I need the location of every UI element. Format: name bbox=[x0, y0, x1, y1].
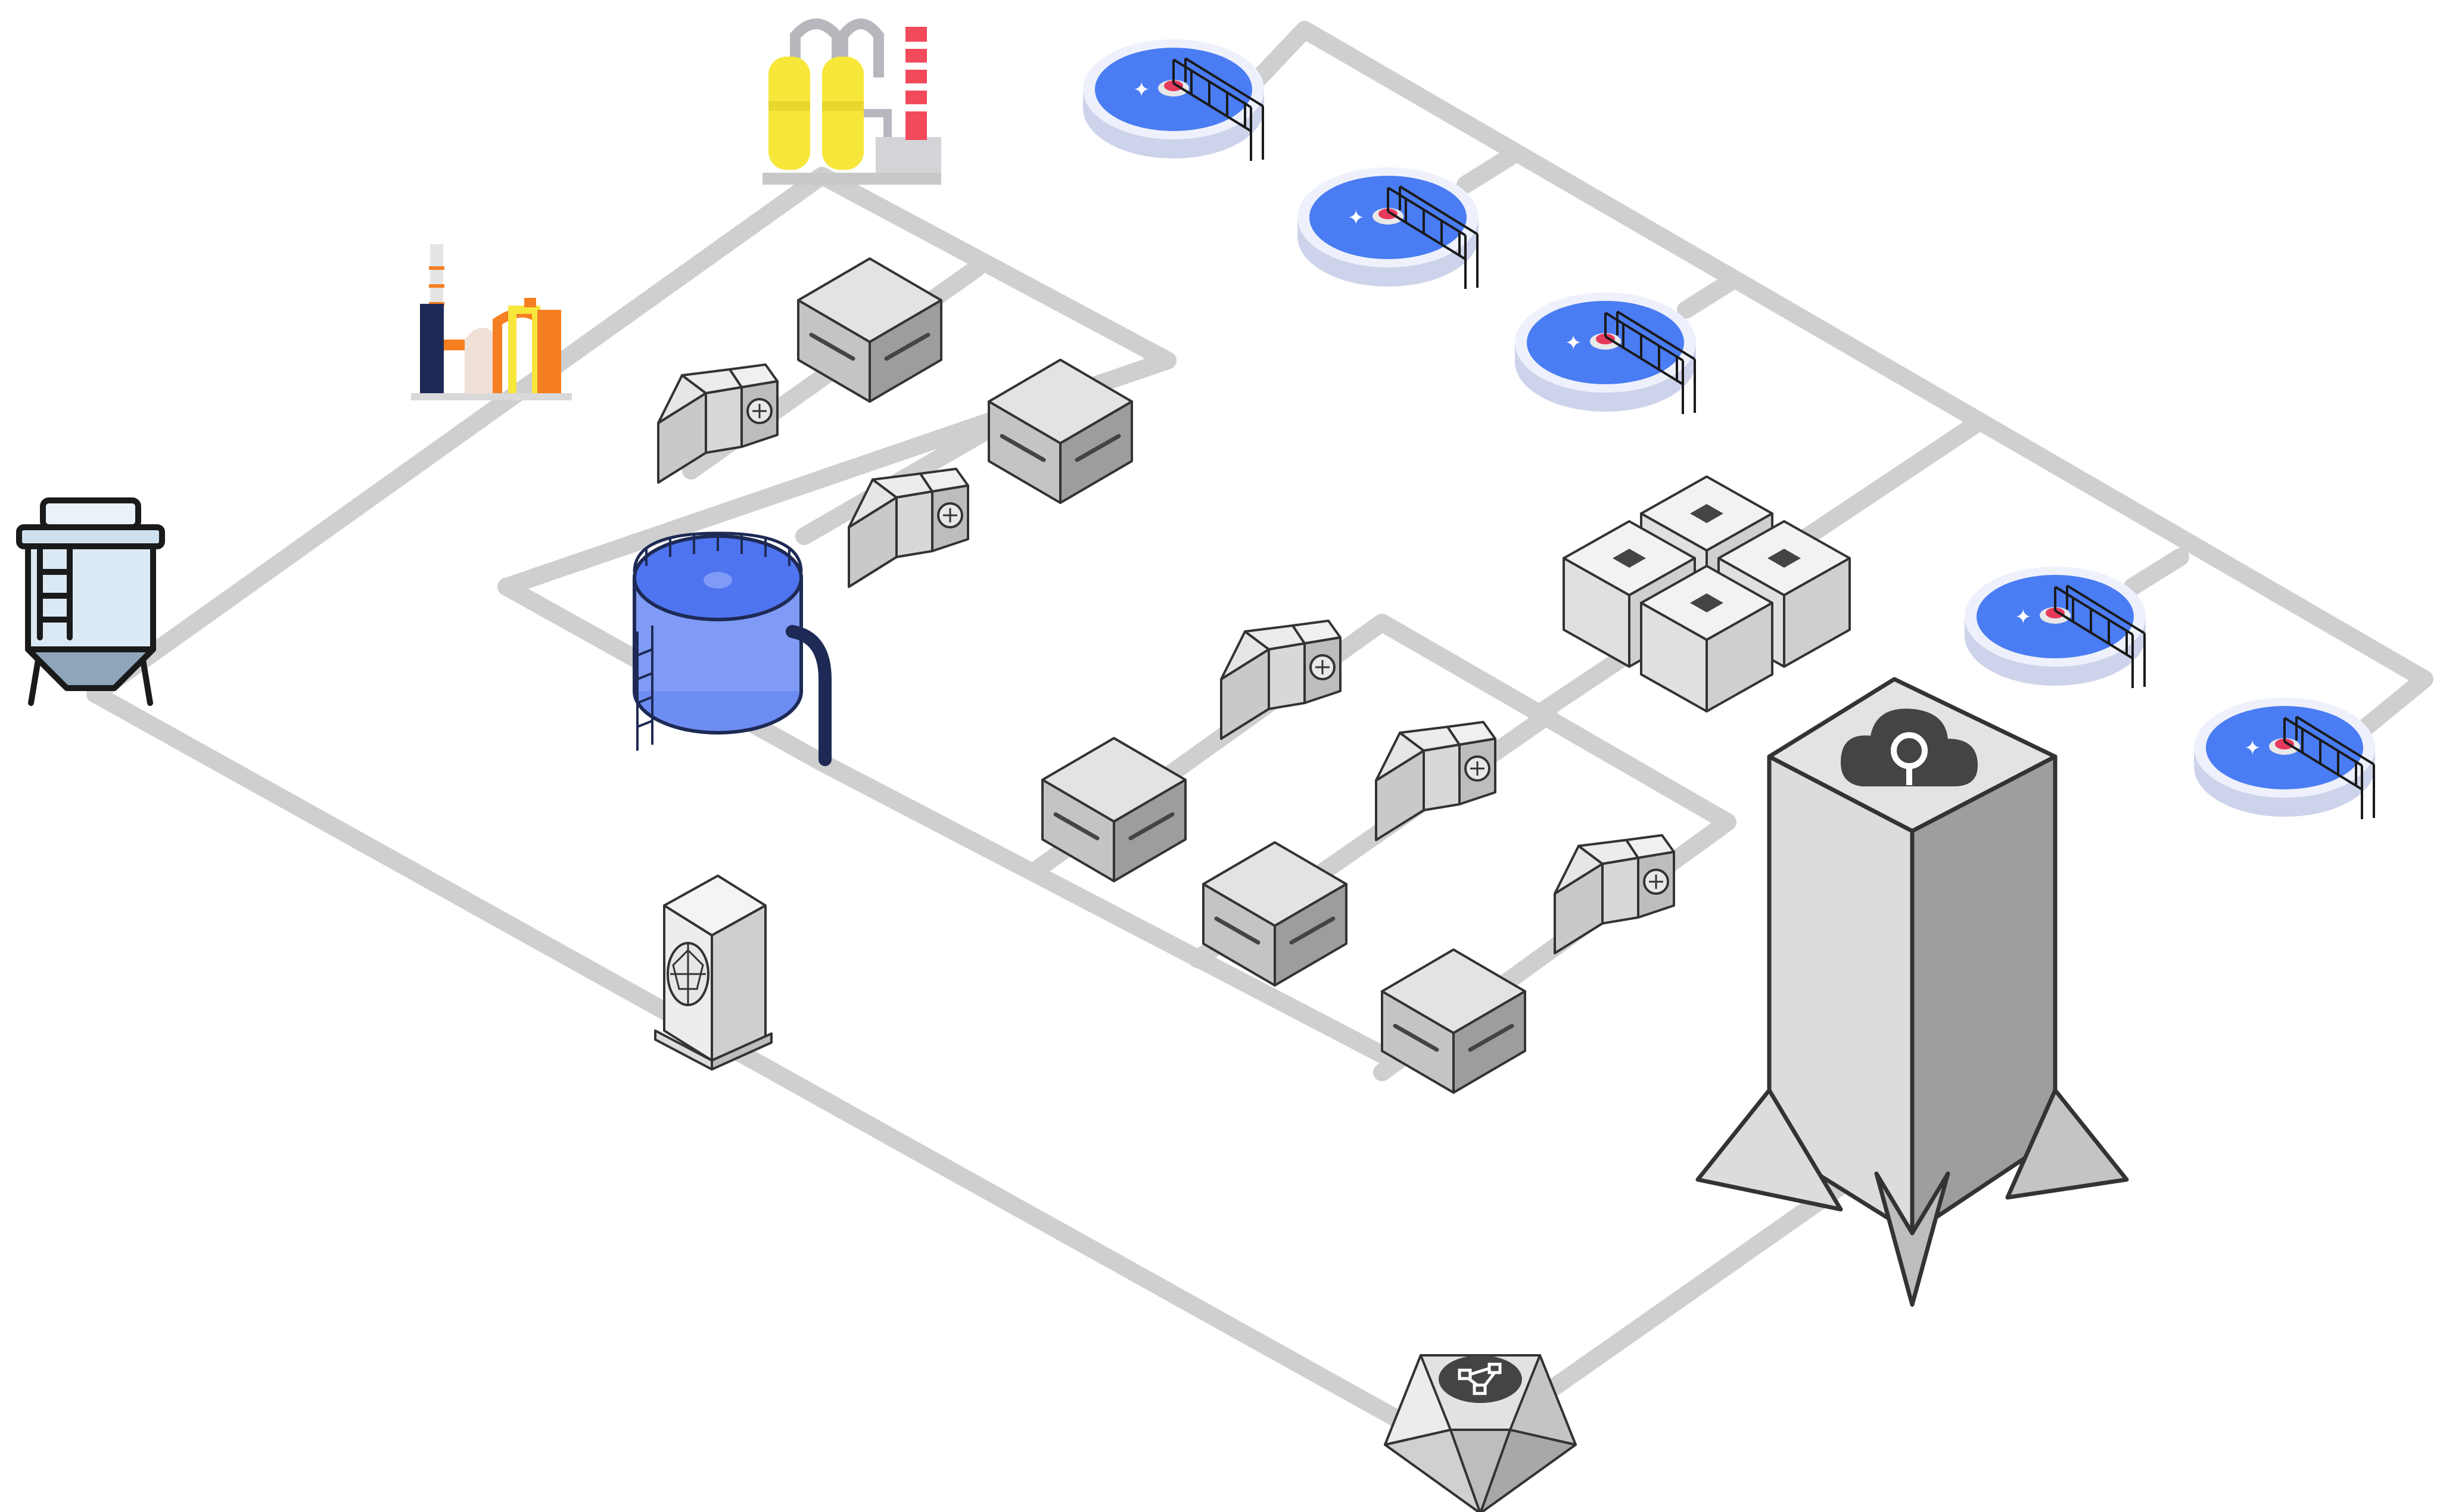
hub-network-icon bbox=[1384, 1354, 1577, 1512]
refinery-icon bbox=[411, 244, 572, 400]
clarifier-pool-icon bbox=[1514, 291, 1697, 415]
storage-tank-icon bbox=[633, 531, 832, 766]
fan-unit-icon bbox=[657, 363, 779, 484]
fan-unit-icon bbox=[848, 468, 969, 588]
silo-icon bbox=[16, 497, 165, 706]
fan-unit-icon bbox=[1375, 721, 1496, 841]
clarifier-pool-icon bbox=[2193, 696, 2376, 820]
pipe-scrubber-loop bbox=[497, 167, 1391, 1063]
pipe-pool-4 bbox=[2124, 548, 2189, 596]
server-box-icon bbox=[1382, 950, 1525, 1093]
cooler-unit-icon bbox=[654, 875, 773, 1071]
scrubber-plant-icon bbox=[762, 18, 941, 185]
pipe-silo-to-hub bbox=[86, 685, 1468, 1463]
clarifier-pool-icon bbox=[1296, 166, 1480, 290]
pipe-silo-to-scrubber bbox=[86, 167, 831, 703]
clarifier-pool-icon bbox=[1082, 38, 1265, 162]
clarifier-pool-icon bbox=[1963, 565, 2147, 689]
cloud-search-tower-icon bbox=[1695, 677, 2129, 1307]
pipe-network bbox=[86, 21, 2433, 1463]
fan-unit-icon bbox=[1220, 620, 1342, 740]
pipe-pool-2 bbox=[1456, 146, 1522, 194]
fan-unit-icon bbox=[1554, 834, 1675, 954]
pipe-main-diagonal bbox=[1242, 21, 2433, 742]
pipe-pool-3 bbox=[1677, 271, 1742, 319]
